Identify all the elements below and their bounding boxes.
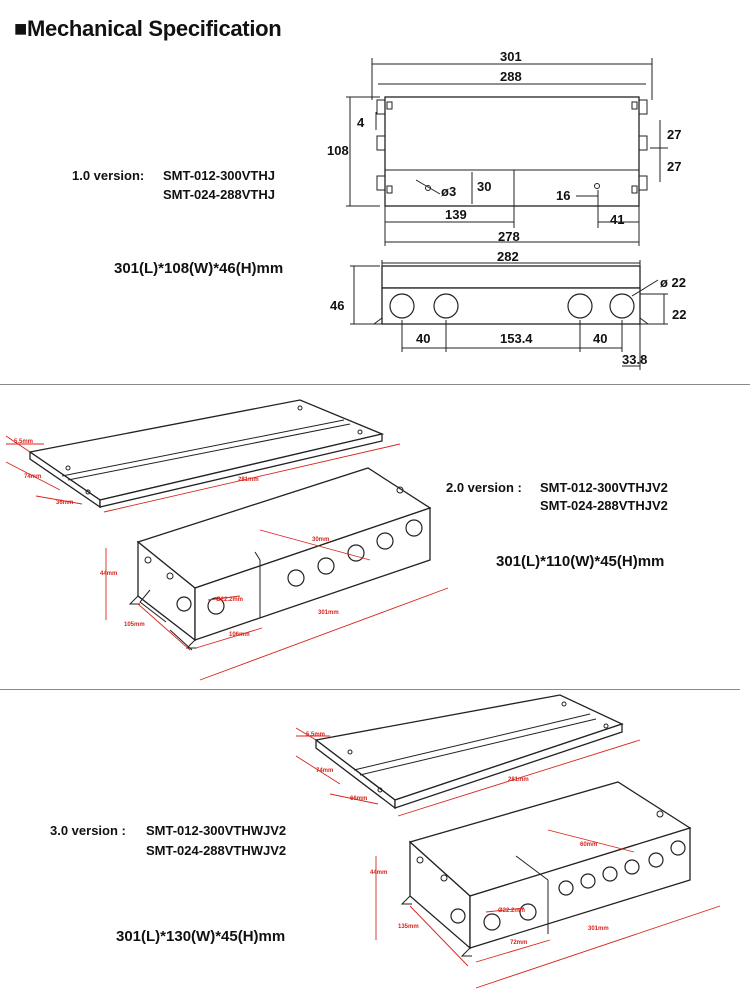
dim-278: 278 bbox=[498, 229, 520, 244]
v3-box-c: Ø22.2mm bbox=[498, 908, 525, 914]
v3-model-b: SMT-024-288VTHWJV2 bbox=[146, 843, 287, 858]
v3-lid-a: 5.5mm bbox=[306, 732, 325, 738]
v2-lid-b: 74mm bbox=[24, 474, 41, 480]
v2-box-d: 105mm bbox=[124, 622, 145, 628]
v3-lid bbox=[295, 694, 641, 817]
v2-version-label: 2.0 version : bbox=[446, 480, 522, 495]
dim-22: 22 bbox=[672, 307, 686, 322]
v2-lid-c: 36mm bbox=[56, 500, 73, 506]
v2-lid-d: 281mm bbox=[238, 477, 259, 483]
separator-1 bbox=[0, 384, 750, 385]
v3-dimensions: 301(L)*130(W)*45(H)mm bbox=[116, 928, 286, 945]
dim-282: 282 bbox=[497, 249, 519, 264]
dim-40b: 40 bbox=[593, 331, 607, 346]
v2-box bbox=[105, 467, 449, 681]
v1-side-view bbox=[350, 260, 668, 370]
v3-model-a: SMT-012-300VTHWJV2 bbox=[146, 823, 287, 838]
dim-46: 46 bbox=[330, 298, 344, 313]
dim-4: 4 bbox=[357, 115, 365, 130]
dim-301: 301 bbox=[500, 49, 522, 64]
v2-lid-a: 5.5mm bbox=[14, 439, 33, 445]
dim-41: 41 bbox=[610, 212, 624, 227]
v3-lid-b: 74mm bbox=[316, 768, 333, 774]
dim-d22: ø 22 bbox=[660, 275, 686, 290]
v1-model-a: SMT-012-300VTHJ bbox=[163, 168, 275, 183]
v3-box-e: 72mm bbox=[510, 940, 527, 946]
v3-lid-d: 281mm bbox=[508, 777, 529, 783]
dim-288: 288 bbox=[500, 69, 522, 84]
v2-box-c: Ø22.2mm bbox=[216, 597, 243, 603]
dim-d3: ø3 bbox=[441, 184, 456, 199]
v3-box-d: 135mm bbox=[398, 924, 419, 930]
v1-version-label: 1.0 version: bbox=[72, 168, 145, 183]
dim-139: 139 bbox=[445, 207, 467, 222]
dim-30: 30 bbox=[477, 179, 491, 194]
v2-box-a: 30mm bbox=[312, 537, 329, 543]
v3-version-label: 3.0 version : bbox=[50, 823, 126, 838]
v2-dimensions: 301(L)*110(W)*45(H)mm bbox=[496, 553, 665, 570]
v2-box-e: 106mm bbox=[229, 632, 250, 638]
v2-box-b: 44mm bbox=[100, 571, 117, 577]
v3-box-b: 44mm bbox=[370, 870, 387, 876]
page-title: ■Mechanical Specification bbox=[14, 16, 282, 41]
dim-108: 108 bbox=[327, 143, 349, 158]
dim-16: 16 bbox=[556, 188, 570, 203]
dim-27a: 27 bbox=[667, 127, 681, 142]
dim-40a: 40 bbox=[416, 331, 430, 346]
v3-box-f: 301mm bbox=[588, 926, 609, 932]
v1-model-b: SMT-024-288VTHJ bbox=[163, 187, 275, 202]
v2-model-a: SMT-012-300VTHJV2 bbox=[540, 480, 668, 495]
v2-box-f: 301mm bbox=[318, 610, 339, 616]
v1-dimensions: 301(L)*108(W)*46(H)mm bbox=[114, 260, 284, 277]
dim-27b: 27 bbox=[667, 159, 681, 174]
v1-top-view bbox=[346, 58, 668, 246]
v2-lid bbox=[5, 399, 401, 513]
v2-model-b: SMT-024-288VTHJV2 bbox=[540, 498, 668, 513]
dim-33: 33.8 bbox=[622, 352, 647, 367]
separator-2 bbox=[0, 689, 740, 690]
v3-box bbox=[375, 781, 721, 989]
v3-box-a: 60mm bbox=[580, 842, 597, 848]
dim-153: 153.4 bbox=[500, 331, 533, 346]
v3-lid-c: 66mm bbox=[350, 796, 367, 802]
